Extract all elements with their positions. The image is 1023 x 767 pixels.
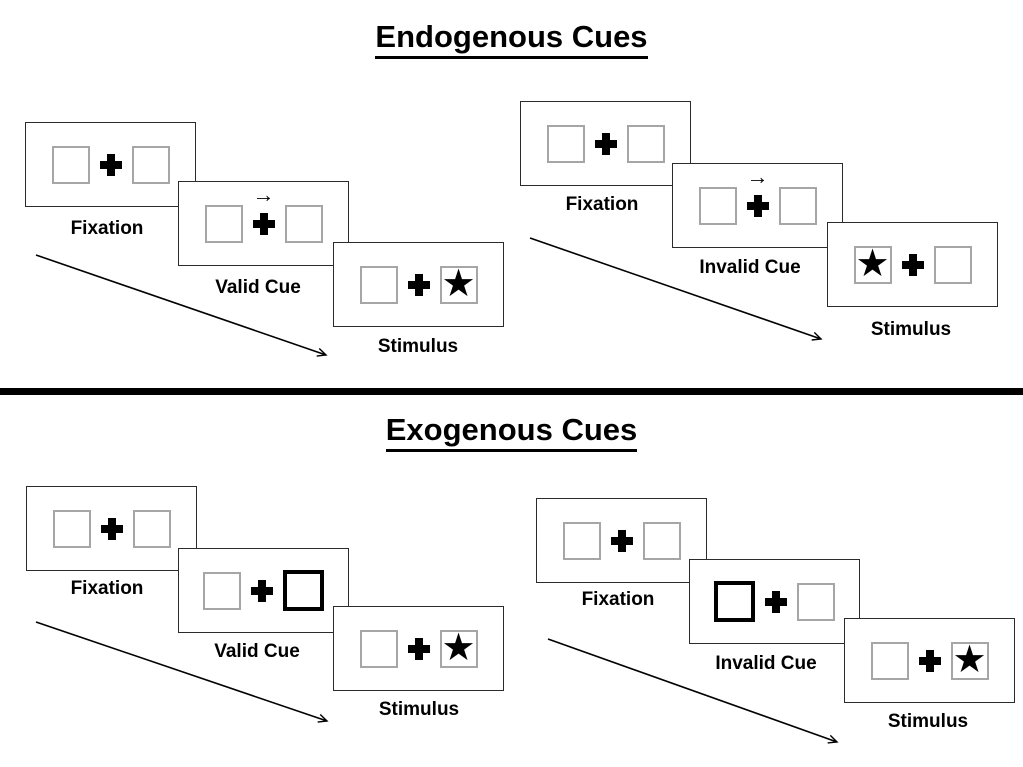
right-box: ★ — [439, 262, 478, 305]
panel-label-invalid-cue: Invalid Cue — [715, 653, 817, 674]
timeline-arrow-endogenous-valid — [35, 254, 326, 355]
endogenous-invalid-fixation-panel — [520, 101, 691, 186]
fixation-cross-icon — [251, 579, 273, 602]
left-box — [52, 509, 91, 548]
cue-direction-arrow-icon: → — [252, 182, 275, 207]
left-box — [870, 641, 909, 680]
endogenous-invalid-stimulus-panel: ★ — [827, 222, 998, 307]
target-star-icon: ★ — [441, 262, 476, 305]
left-box — [698, 186, 737, 225]
panel-label-fixation: Fixation — [565, 194, 639, 215]
fixation-cross-icon — [610, 529, 633, 552]
exogenous-valid-fixation-panel — [26, 486, 197, 571]
endogenous-invalid-cue-panel: → — [672, 163, 843, 248]
timeline-arrow-endogenous-invalid — [529, 237, 821, 339]
exogenous-invalid-fixation-panel — [536, 498, 707, 583]
right-box: ★ — [439, 626, 478, 669]
right-box-highlighted-cue — [283, 570, 324, 611]
target-star-icon: ★ — [441, 626, 476, 669]
right-box — [626, 124, 665, 163]
left-box — [546, 124, 585, 163]
left-box: ★ — [853, 242, 892, 285]
panel-label-stimulus: Stimulus — [377, 336, 459, 357]
fixation-cross-icon — [407, 637, 430, 660]
fixation-cross-icon — [746, 194, 769, 217]
fixation-cross-icon — [594, 132, 617, 155]
exogenous-valid-stimulus-panel: ★ — [333, 606, 504, 691]
left-box-highlighted-cue — [714, 581, 755, 622]
section-title-exogenous: Exogenous Cues — [0, 412, 1023, 453]
exogenous-invalid-cue-panel — [689, 559, 860, 644]
endogenous-valid-fixation-panel — [25, 122, 196, 207]
left-box — [359, 265, 398, 304]
fixation-cross-icon — [100, 517, 123, 540]
left-box — [359, 629, 398, 668]
panel-label-valid-cue: Valid Cue — [214, 641, 300, 662]
fixation-cross-icon — [407, 273, 430, 296]
exogenous-invalid-stimulus-panel: ★ — [844, 618, 1015, 703]
cue-direction-arrow-icon: → — [746, 164, 769, 189]
endogenous-valid-cue-panel: → — [178, 181, 349, 266]
section-title-text: Exogenous Cues — [385, 412, 638, 453]
left-box — [204, 204, 243, 243]
right-box — [642, 521, 681, 560]
timeline-arrow-exogenous-valid — [35, 621, 327, 721]
panel-label-fixation: Fixation — [70, 218, 144, 239]
right-box — [778, 186, 817, 225]
panel-label-stimulus: Stimulus — [870, 319, 952, 340]
section-divider — [0, 388, 1023, 395]
panel-label-stimulus: Stimulus — [378, 699, 460, 720]
panel-label-invalid-cue: Invalid Cue — [699, 257, 801, 278]
endogenous-valid-stimulus-panel: ★ — [333, 242, 504, 327]
right-box — [132, 509, 171, 548]
fixation-cross-icon — [918, 649, 941, 672]
panel-label-fixation: Fixation — [70, 578, 144, 599]
exogenous-valid-cue-panel — [178, 548, 349, 633]
section-title-text: Endogenous Cues — [375, 19, 648, 60]
timeline-arrow-exogenous-invalid — [547, 638, 837, 742]
panel-label-fixation: Fixation — [581, 589, 655, 610]
right-box — [797, 582, 835, 621]
target-star-icon: ★ — [952, 638, 987, 681]
left-box — [203, 571, 241, 610]
right-box — [131, 145, 170, 184]
fixation-cross-icon — [99, 153, 122, 176]
right-box: ★ — [950, 638, 989, 681]
right-box — [284, 204, 323, 243]
left-box — [562, 521, 601, 560]
panel-label-stimulus: Stimulus — [887, 711, 969, 732]
target-star-icon: ★ — [855, 242, 890, 285]
fixation-cross-icon — [901, 253, 924, 276]
left-box — [51, 145, 90, 184]
fixation-cross-icon — [252, 212, 275, 235]
right-box — [933, 245, 972, 284]
section-title-endogenous: Endogenous Cues — [0, 19, 1023, 60]
panel-label-valid-cue: Valid Cue — [215, 277, 301, 298]
fixation-cross-icon — [765, 590, 787, 613]
